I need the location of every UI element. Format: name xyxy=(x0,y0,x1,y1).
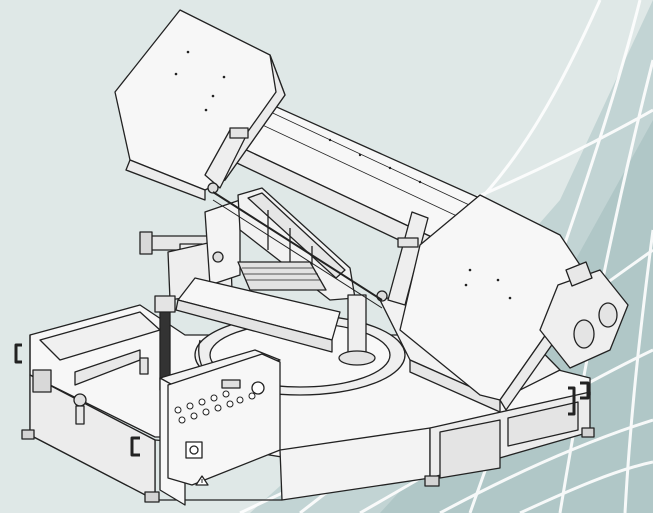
handle xyxy=(580,381,590,400)
control-button xyxy=(178,416,186,424)
junction-box xyxy=(32,369,52,393)
band-saw-machine xyxy=(14,9,629,506)
control-buttons xyxy=(174,390,256,424)
control-button xyxy=(190,412,198,420)
foot xyxy=(581,427,595,438)
cabinet-lock xyxy=(185,441,203,459)
control-button xyxy=(236,396,244,404)
panel-dial xyxy=(251,381,265,395)
foot xyxy=(424,475,440,487)
center-post xyxy=(347,294,367,358)
panel-display xyxy=(221,379,241,389)
foot xyxy=(21,429,35,440)
handle xyxy=(14,343,22,364)
handle xyxy=(568,386,576,416)
handle xyxy=(130,436,140,457)
control-button xyxy=(174,406,182,414)
foot xyxy=(144,491,160,503)
control-button xyxy=(210,394,218,402)
control-button xyxy=(186,402,194,410)
control-button xyxy=(226,400,234,408)
pressure-gauge xyxy=(73,393,87,407)
control-button xyxy=(214,404,222,412)
control-button xyxy=(248,392,256,400)
control-button xyxy=(222,390,230,398)
control-button xyxy=(198,398,206,406)
control-button xyxy=(202,408,210,416)
coolant-pump xyxy=(139,357,149,375)
drive-motor xyxy=(539,269,629,369)
saw-blade xyxy=(212,191,383,301)
